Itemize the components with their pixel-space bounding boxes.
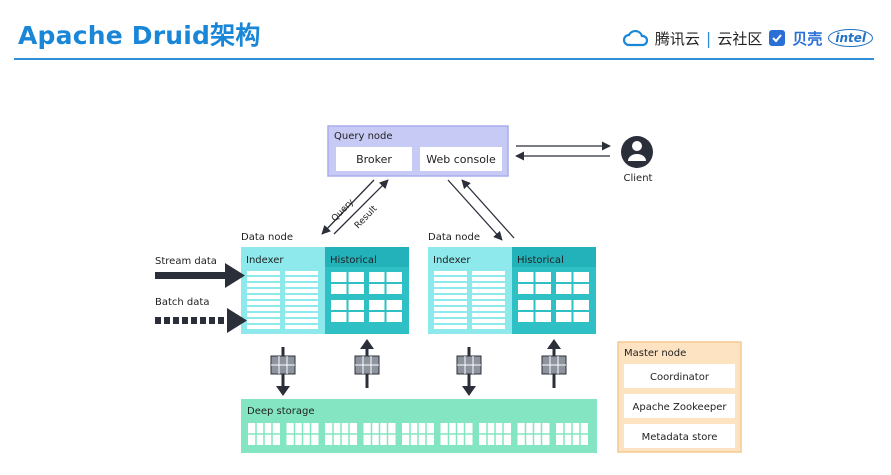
indexer-segment-bar <box>472 271 505 275</box>
indexer-segment-bar <box>472 301 505 305</box>
indexer-segment-bar <box>434 277 467 281</box>
indexer-segment-bar <box>434 295 467 299</box>
data-node-1-historical-header <box>325 247 409 267</box>
title-divider <box>14 58 874 60</box>
data-node-2: Data node Indexer Historical <box>428 232 596 334</box>
brand-community: 云社区 <box>717 29 763 48</box>
query-label: Query <box>330 197 357 224</box>
indexer-segment-bar <box>434 319 467 323</box>
client: Client <box>621 136 653 184</box>
indexer-segment-bar <box>434 313 467 317</box>
indexer-segment-bar <box>472 295 505 299</box>
query-node: Query node Broker Web console <box>327 125 509 177</box>
indexer-segment-bar <box>247 295 280 299</box>
arrow-node2-to-query <box>461 179 515 239</box>
stream-data-arrow <box>155 263 245 288</box>
indexer-segment-bar <box>434 307 467 311</box>
arrow-query <box>321 179 375 235</box>
deep-storage: Deep storage <box>241 399 597 453</box>
brand-intel-logo: intel <box>828 29 873 47</box>
batch-data-arrow <box>155 308 247 333</box>
data-node-2-title: Data node <box>428 232 480 243</box>
arrow-result <box>333 179 389 235</box>
brand-separator: | <box>705 28 712 48</box>
data-node-2-historical-label: Historical <box>517 255 564 266</box>
indexer-segment-bar <box>247 325 280 329</box>
indexer-segment-bar <box>434 271 467 275</box>
data-node-2-indexer-label: Indexer <box>433 255 471 266</box>
broker-box <box>336 147 412 171</box>
query-node-title: Query node <box>334 131 393 142</box>
indexer-segment-bar <box>247 313 280 317</box>
indexer-segment-bar <box>285 301 318 305</box>
indexer-segment-bar <box>472 313 505 317</box>
zookeeper-label: Apache Zookeeper <box>633 402 728 413</box>
master-node: Master node Coordinator Apache Zookeeper… <box>617 341 742 453</box>
indexer-segment-bar <box>247 277 280 281</box>
indexer-segment-bar <box>434 283 467 287</box>
deep-storage-title: Deep storage <box>247 406 315 417</box>
indexer-segment-bar <box>472 289 505 293</box>
arrow-query-to-node2 <box>447 179 503 241</box>
data-node-2-historical-header <box>512 247 596 267</box>
data-node-1-title: Data node <box>241 232 293 243</box>
indexer-segment-bar <box>285 283 318 287</box>
indexer-segment-bar <box>434 289 467 293</box>
brand-bar: 腾讯云 | 云社区 贝壳 intel <box>622 26 873 50</box>
arrow-to-deep-storage <box>270 347 296 396</box>
web-console-box <box>420 147 502 171</box>
indexer-segment-bar <box>472 307 505 311</box>
master-node-title: Master node <box>624 348 686 359</box>
coordinator-box <box>624 364 735 388</box>
page-title: Apache Druid架构 <box>18 21 261 50</box>
tencent-cloud-logo-icon <box>622 29 649 47</box>
zookeeper-box <box>624 394 735 418</box>
indexer-segment-bar <box>247 289 280 293</box>
user-circle-icon <box>621 136 653 168</box>
indexer-segment-bar <box>285 325 318 329</box>
indexer-segment-bar <box>285 307 318 311</box>
indexer-segment-bar <box>247 271 280 275</box>
arrow-to-deep-storage <box>456 347 482 396</box>
indexer-segment-bar <box>285 271 318 275</box>
indexer-segment-bar <box>247 307 280 311</box>
metadata-store-label: Metadata store <box>642 432 718 443</box>
client-label: Client <box>624 173 653 184</box>
web-console-label: Web console <box>426 153 496 166</box>
data-node-1-indexer-label: Indexer <box>246 255 284 266</box>
indexer-segment-bar <box>285 295 318 299</box>
stream-data-label: Stream data <box>155 256 217 267</box>
indexer-segment-bar <box>472 325 505 329</box>
batch-data-label: Batch data <box>155 297 209 308</box>
indexer-segment-bar <box>434 301 467 305</box>
indexer-segment-bar <box>472 283 505 287</box>
coordinator-label: Coordinator <box>650 372 710 383</box>
indexer-segment-bar <box>285 289 318 293</box>
indexer-segment-bar <box>247 301 280 305</box>
data-node-1-historical-label: Historical <box>330 255 377 266</box>
beike-logo-icon <box>769 30 786 46</box>
indexer-segment-bar <box>285 319 318 323</box>
indexer-segment-bar <box>247 319 280 323</box>
data-node-1: Data node Indexer Historical <box>241 232 409 334</box>
indexer-segment-bar <box>285 277 318 281</box>
indexer-segment-bar <box>472 277 505 281</box>
indexer-segment-bar <box>285 313 318 317</box>
broker-label: Broker <box>356 153 392 166</box>
arrow-from-deep-storage <box>541 339 567 388</box>
arrow-from-deep-storage <box>354 339 380 388</box>
indexer-segment-bar <box>434 325 467 329</box>
indexer-segment-bar <box>472 319 505 323</box>
result-label: Result <box>353 204 380 231</box>
metadata-store-box <box>624 424 735 448</box>
indexer-segment-bar <box>247 283 280 287</box>
brand-tencent-cloud: 腾讯云 <box>654 29 700 48</box>
brand-beike: 贝壳 <box>792 29 823 48</box>
